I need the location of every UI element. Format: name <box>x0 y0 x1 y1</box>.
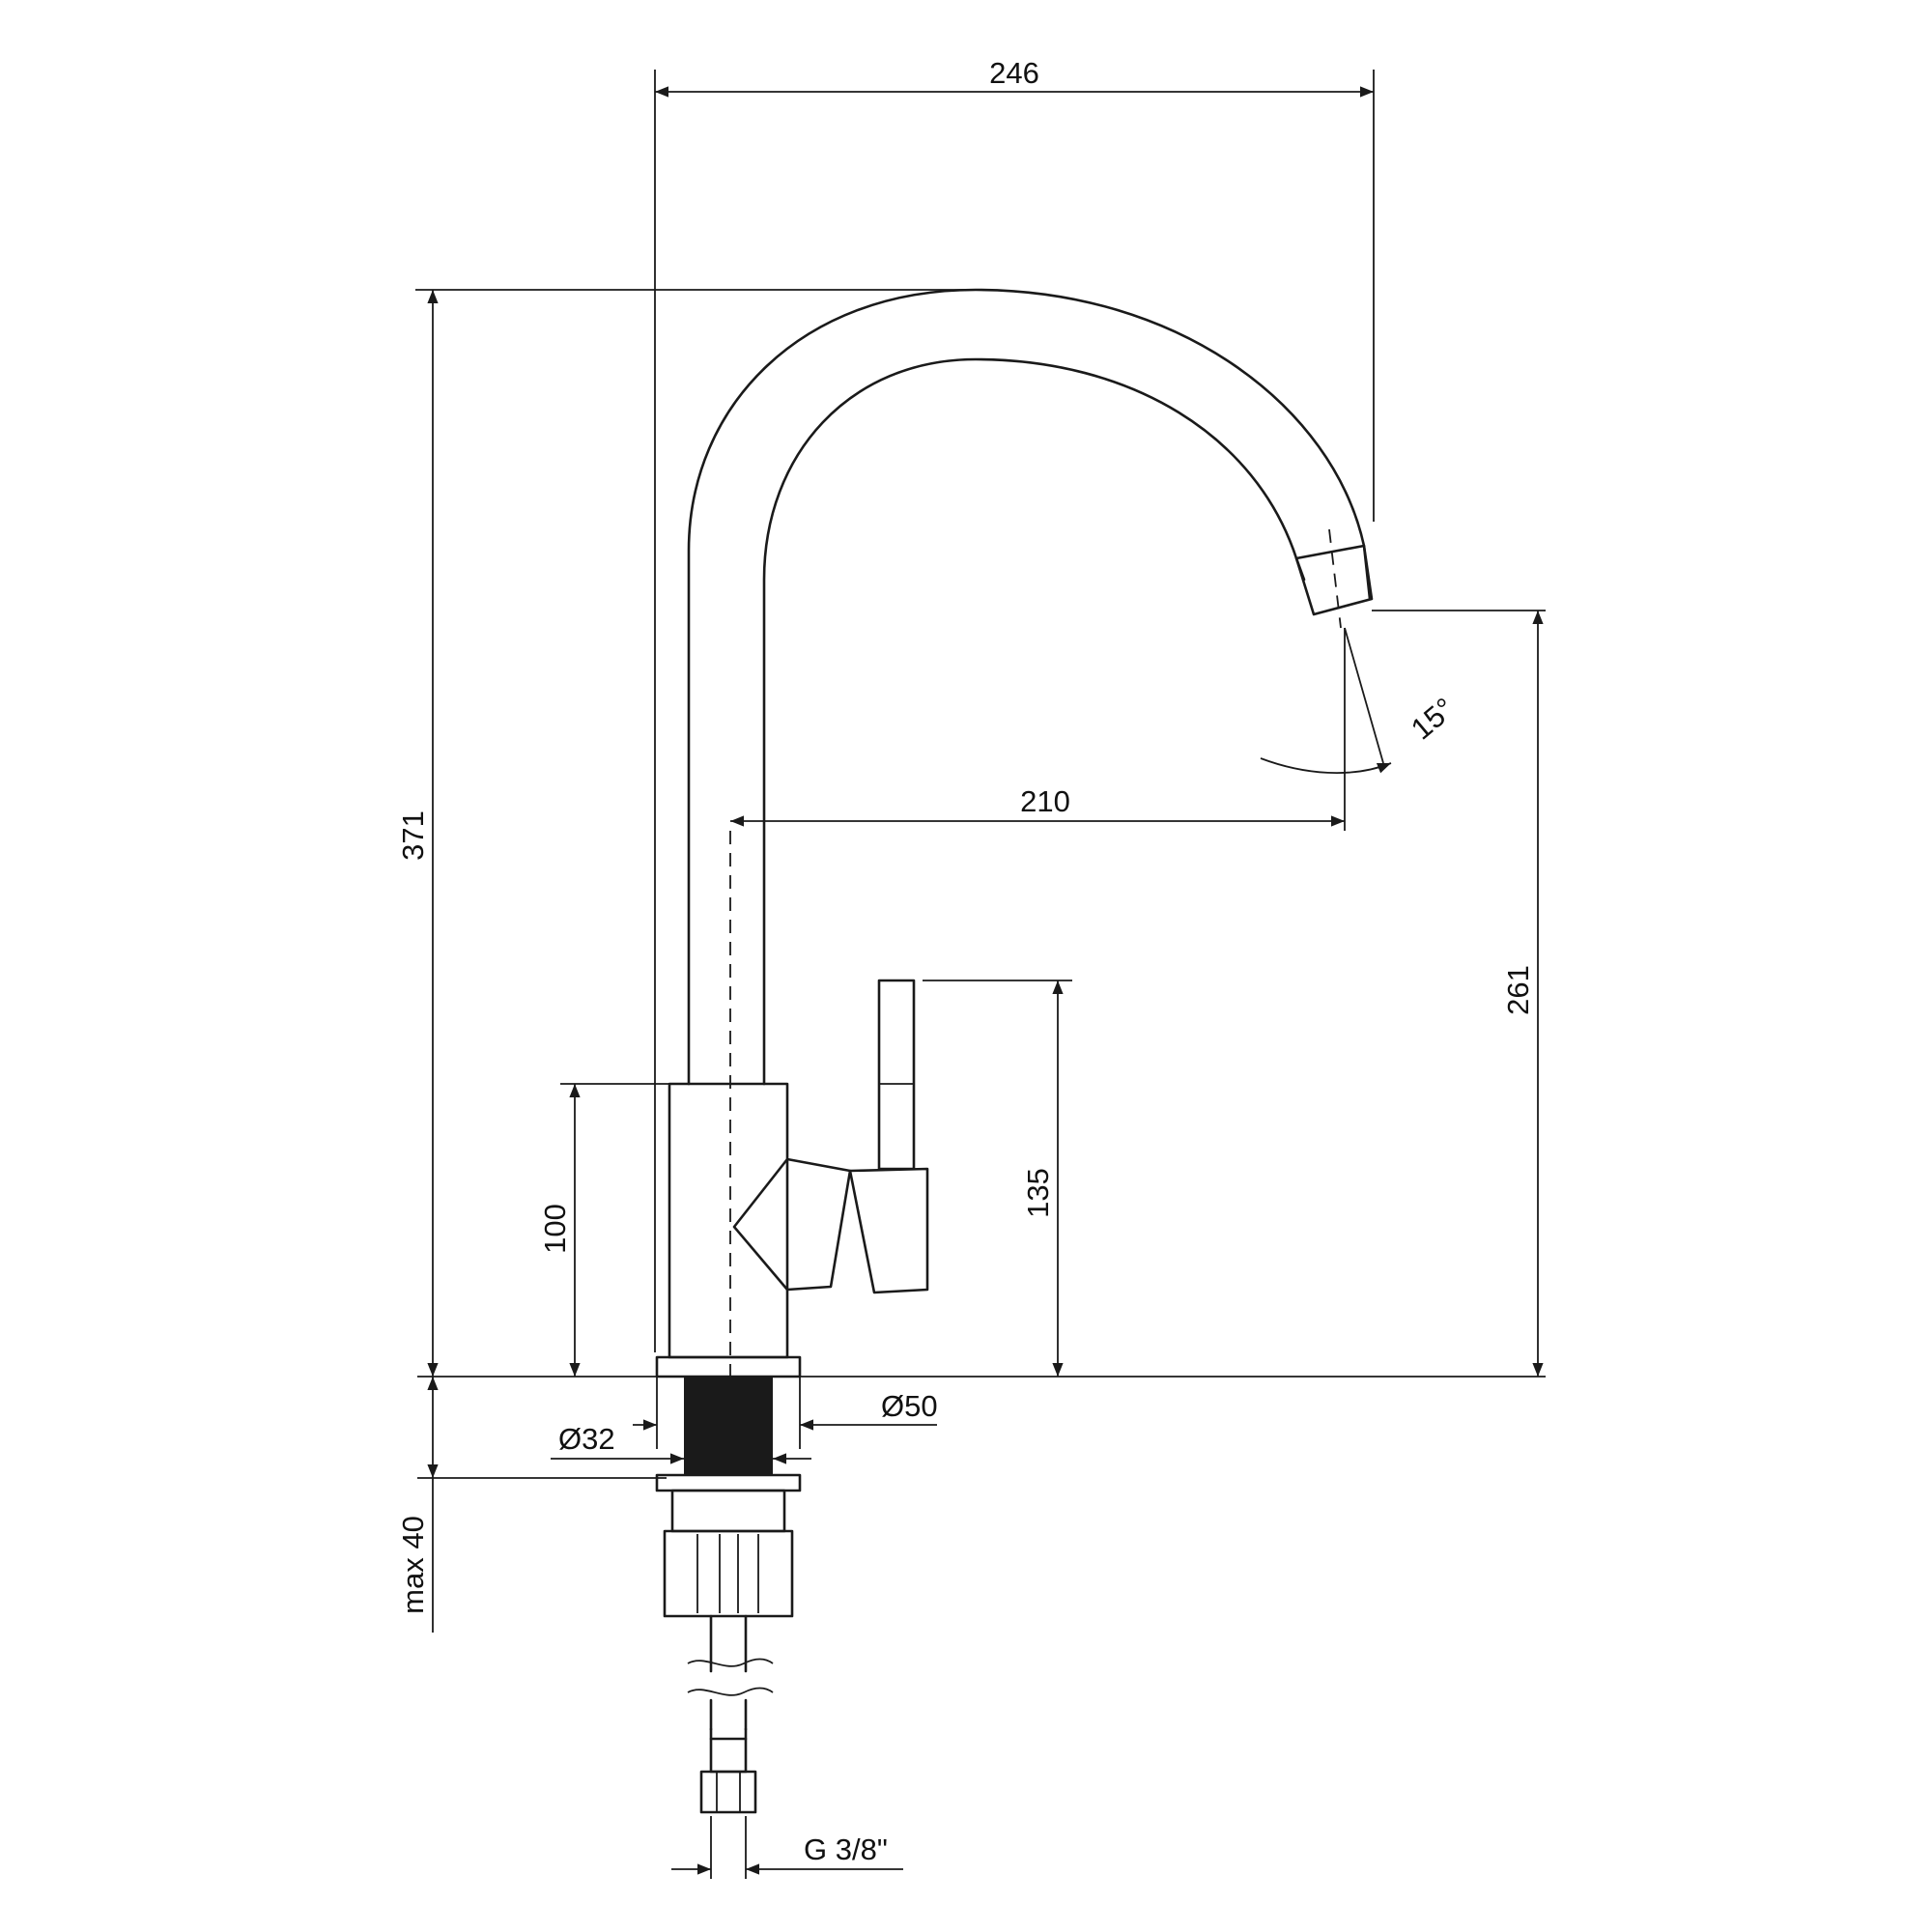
hose-fitting-upper <box>709 1737 748 1774</box>
label-handle-height: 135 <box>1021 1168 1055 1218</box>
angle-arc <box>1260 757 1392 774</box>
break-mark-bottom <box>687 1687 774 1696</box>
spout-aerator <box>1294 544 1374 616</box>
spout-inner <box>762 357 1306 1086</box>
mounting-nut <box>663 1529 794 1618</box>
shank <box>684 1377 773 1475</box>
lower-sleeve <box>670 1489 786 1533</box>
label-base-diameter: Ø50 <box>881 1389 938 1423</box>
aerator-centerline <box>1328 528 1342 629</box>
lever-connector <box>732 1157 852 1292</box>
break-mark-top <box>687 1658 774 1667</box>
dimension-labels: 246 371 210 15° 261 135 100 Ø50 Ø32 max … <box>396 56 1535 1866</box>
label-hole-diameter: Ø32 <box>558 1422 615 1456</box>
hose-fitting-nut <box>699 1770 757 1814</box>
lever-rod <box>877 979 916 1171</box>
label-total-height: 371 <box>396 810 430 861</box>
label-spout-reach: 210 <box>1020 784 1070 818</box>
label-outlet-height: 261 <box>1501 965 1535 1015</box>
angle-ray <box>1344 627 1384 764</box>
label-max-counter: max 40 <box>396 1516 430 1614</box>
base-ring <box>655 1355 802 1378</box>
label-overall-reach: 246 <box>989 56 1039 90</box>
label-thread: G 3/8" <box>804 1833 888 1866</box>
faucet-outline <box>655 288 1374 1814</box>
dimension-lines <box>415 70 1546 1879</box>
lever-block <box>848 1167 929 1294</box>
body-cylinder <box>668 1082 789 1359</box>
lower-washer <box>655 1473 802 1492</box>
label-body-height: 100 <box>538 1204 572 1254</box>
label-spout-angle: 15° <box>1405 691 1461 746</box>
spout-outer <box>687 288 1372 1086</box>
